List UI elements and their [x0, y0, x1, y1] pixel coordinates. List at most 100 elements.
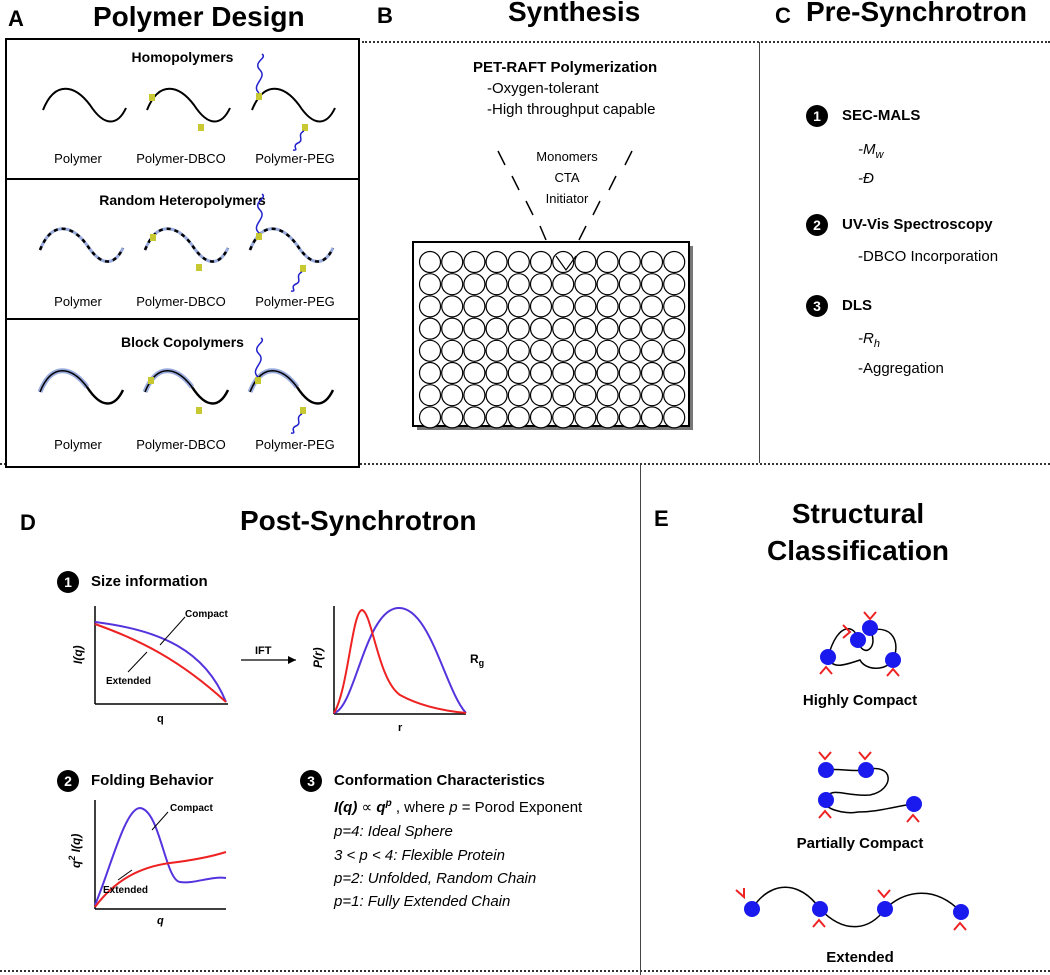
plate-well — [485, 317, 508, 340]
plate-well — [529, 317, 553, 340]
homopolymers-title: Homopolymers — [131, 49, 234, 65]
size-badge: 1 — [57, 571, 79, 593]
dbco-mark — [818, 809, 832, 819]
block-label-peg: Polymer-PEG — [255, 437, 335, 452]
plate-well — [552, 273, 575, 296]
block-polymer-chain-b — [85, 386, 125, 405]
plate-well — [441, 361, 464, 385]
dbco-mark — [877, 889, 891, 899]
plate-well — [574, 361, 597, 385]
plate-well — [574, 273, 597, 296]
partial-bead — [818, 762, 834, 778]
homo-peg-strand — [255, 53, 265, 94]
plate-well — [552, 317, 575, 340]
iq-extended-label: Extended — [106, 676, 151, 687]
block-polymer-chain-a — [39, 370, 88, 393]
plate-well — [485, 295, 508, 318]
plate-well — [441, 273, 464, 296]
step-3-badge: 3 — [806, 295, 828, 317]
homo-peg-chain — [251, 87, 336, 123]
plate-well — [596, 339, 619, 362]
homo-peg-marker — [256, 93, 262, 100]
plate-well — [640, 317, 664, 340]
dispense-dash — [511, 175, 520, 191]
plate-well — [618, 339, 641, 362]
plate-well — [618, 406, 641, 429]
extended-bead — [877, 901, 893, 917]
plate-well — [507, 295, 530, 318]
well-grid — [418, 250, 686, 429]
divider-bc — [759, 42, 760, 463]
middle-divider — [0, 463, 1050, 465]
fold-extended-label: Extended — [103, 885, 148, 896]
plate-well — [507, 339, 530, 362]
plate-well — [663, 361, 686, 385]
plate-well — [463, 250, 486, 274]
dbco-mark — [863, 611, 877, 621]
extended-leader — [127, 651, 148, 673]
uv-vis-heading: UV-Vis Spectroscopy — [842, 216, 993, 233]
compact-leader — [159, 616, 186, 646]
homo-polymer-chain — [42, 87, 127, 123]
plate-well — [529, 384, 553, 407]
reagent-cta: CTA — [554, 170, 580, 185]
ift-label: IFT — [255, 645, 272, 657]
panel-d-letter: D — [20, 510, 36, 535]
step-1-badge: 1 — [806, 105, 828, 127]
homo-peg-strand — [292, 130, 305, 151]
mw-property: -Mw — [858, 141, 884, 161]
plate-well — [463, 361, 486, 385]
folding-badge: 2 — [57, 770, 79, 792]
random-polymer-chain — [38, 227, 125, 263]
plate-well — [574, 406, 597, 429]
random-dbco-marker — [196, 264, 202, 271]
plate-well — [463, 339, 486, 362]
plate-well — [485, 339, 508, 362]
porod-line-sphere: p=4: Ideal Sphere — [334, 823, 453, 840]
plate-well — [507, 273, 530, 296]
plate-well — [485, 406, 508, 429]
compact-bead — [820, 649, 836, 665]
panel-d-title: Post-Synchrotron — [240, 505, 477, 536]
plate-well — [596, 273, 619, 296]
porod-equation: I(q) ∝ qp , where p = Porod Exponent — [334, 798, 583, 816]
panel-c-title: Pre-Synchrotron — [806, 0, 1027, 27]
plate-well — [618, 273, 641, 296]
plate-well — [507, 317, 530, 340]
dbco-mark — [842, 624, 852, 639]
plate-well — [529, 295, 553, 318]
panel-e-title-line2: Classification — [766, 535, 950, 566]
plate-well — [463, 406, 486, 429]
compact-bead — [850, 632, 866, 648]
homo-dbco-marker — [149, 94, 155, 101]
plate-well — [441, 317, 464, 340]
panel-e-letter: E — [654, 506, 669, 531]
class-partially-compact: Partially Compact — [796, 835, 924, 852]
dispense-dash — [497, 150, 506, 166]
plate-well — [640, 339, 664, 362]
random-peg-strand — [290, 271, 303, 292]
plate-well — [485, 250, 508, 274]
sec-mals-heading: SEC-MALS — [842, 107, 921, 124]
pr-ylabel: P(r) — [311, 647, 325, 668]
plate-well — [574, 384, 597, 407]
plate-well — [574, 295, 597, 318]
plate-well — [663, 250, 686, 274]
plate-well — [463, 273, 486, 296]
plate-well — [485, 273, 508, 296]
plate-well — [441, 406, 464, 429]
pet-raft-heading: PET-RAFT Polymerization — [473, 59, 658, 76]
dispense-dash — [578, 225, 587, 241]
extended-bead — [812, 901, 828, 917]
step-2-badge: 2 — [806, 214, 828, 236]
plate-well — [552, 295, 575, 318]
dbco-mark — [819, 665, 833, 675]
aggregation-property: -Aggregation — [858, 360, 944, 377]
high-throughput-text: -High throughput capable — [487, 101, 656, 118]
homo-dbco-chain — [146, 87, 231, 123]
homo-label-polymer: Polymer — [54, 151, 102, 166]
plate-well — [596, 406, 619, 429]
dbco-mark — [735, 888, 745, 900]
plate-well — [663, 384, 686, 407]
